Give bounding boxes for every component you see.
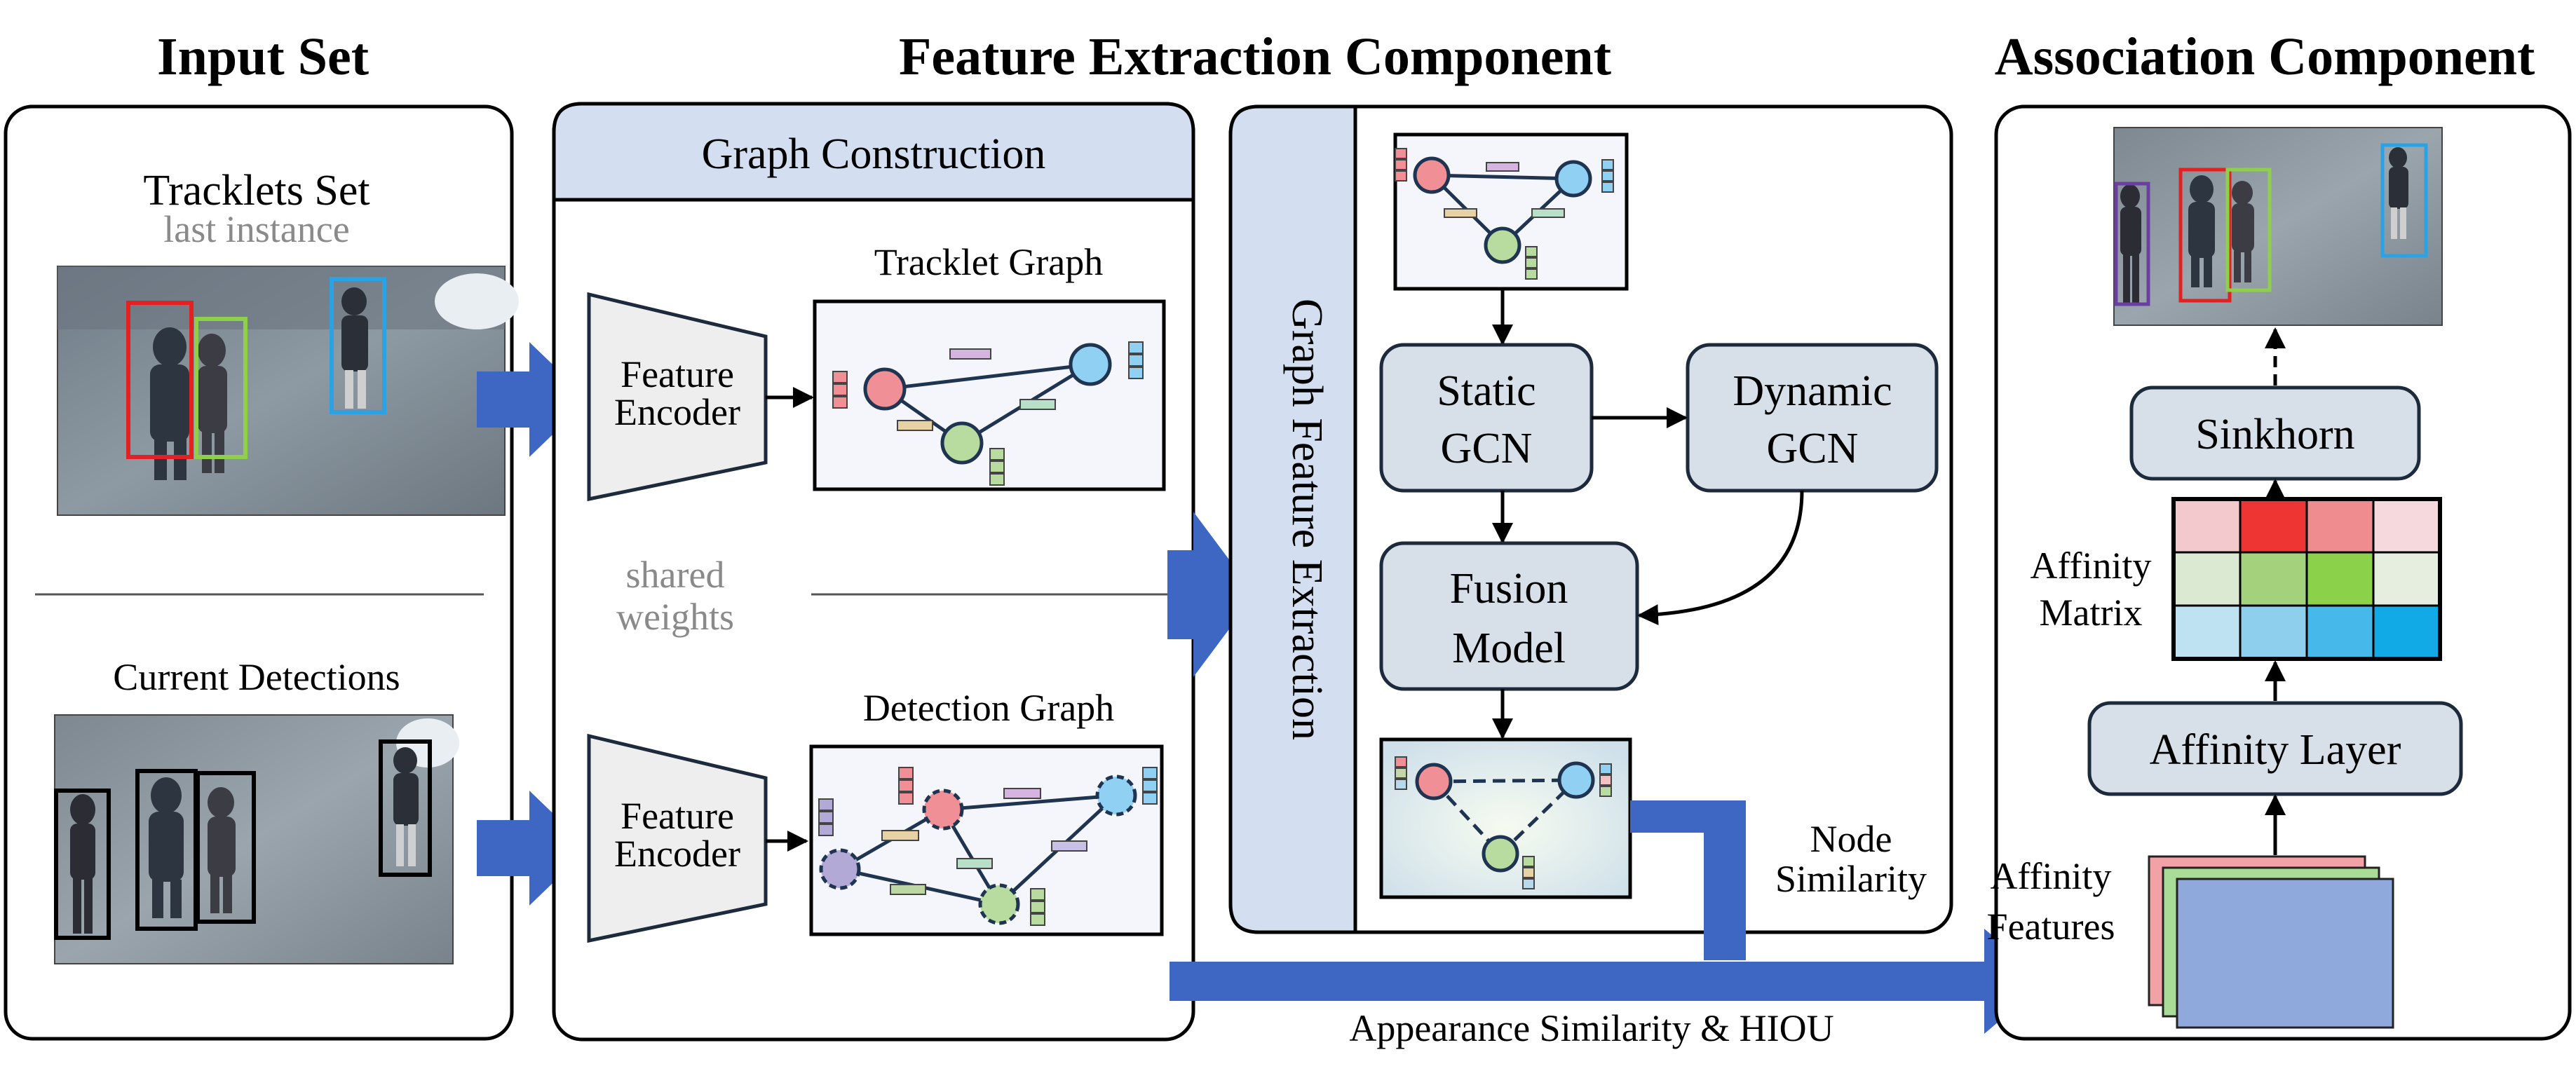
tracklet-box-blue <box>330 277 386 414</box>
gfe-side-bar <box>1228 104 1357 934</box>
tracklets-set-title: Tracklets Set <box>143 167 370 214</box>
current-detections-title: Current Detections <box>113 656 400 698</box>
matrix-border <box>2171 497 2442 661</box>
gfe-vertical-label: Graph Feature Extraction <box>1283 299 1331 740</box>
flow-arrow-to-gfe <box>1167 512 1255 677</box>
node-similarity-line2: Similarity <box>1775 858 1927 900</box>
affinity-matrix-line2: Matrix <box>2040 592 2143 634</box>
detection-graph <box>809 744 1164 936</box>
matrix-cell <box>2372 604 2441 660</box>
result-box-red <box>2178 168 2232 303</box>
tracklet-box-red <box>126 301 194 459</box>
encoder-bottom-line1: Feature <box>621 795 734 837</box>
feature-encoder-bottom <box>587 733 768 943</box>
affinity-matrix-line1: Affinity <box>2031 545 2152 587</box>
affinity-features-line1: Affinity <box>1991 855 2112 897</box>
tracklet-graph-title: Tracklet Graph <box>874 241 1103 283</box>
matrix-cell <box>2172 604 2242 660</box>
gfe-input-graph <box>1393 132 1629 291</box>
matrix-cell <box>2305 498 2375 554</box>
node-similarity-line1: Node <box>1810 818 1892 860</box>
detections-frame-image <box>54 714 459 964</box>
matrix-cell <box>2239 551 2308 607</box>
matrix-cell <box>2372 551 2441 607</box>
graph-construction-header-bar <box>552 102 1195 202</box>
tracklet-box-green <box>194 317 248 459</box>
fusion-line2: Model <box>1452 625 1566 672</box>
dynamic-gcn-line2: GCN <box>1767 425 1859 472</box>
fusion-line1: Fusion <box>1450 565 1568 613</box>
matrix-cell <box>2172 498 2242 554</box>
tracklets-frame-image <box>57 266 519 516</box>
detection-graph-title: Detection Graph <box>863 687 1114 729</box>
affinity-layer-label: Affinity Layer <box>2150 726 2401 774</box>
arrow-dynamic-to-fusion <box>1637 490 1804 626</box>
dynamic-gcn-box <box>1686 343 1939 493</box>
flow-arrow-tracklets <box>477 342 589 457</box>
detection-box-3 <box>196 771 256 924</box>
matrix-cell <box>2305 551 2375 607</box>
association-output-image <box>2113 127 2443 326</box>
shared-weights-line1: shared <box>626 554 725 596</box>
dynamic-gcn-line1: Dynamic <box>1733 367 1892 415</box>
feature-encoder-top <box>587 292 768 502</box>
result-box-green <box>2225 168 2272 292</box>
matrix-cell <box>2305 604 2375 660</box>
flow-arrow-node-similarity <box>1630 800 1746 960</box>
detection-box-4 <box>379 739 432 877</box>
appearance-similarity-label: Appearance Similarity & HIOU <box>1349 1007 1833 1049</box>
affinity-features-stack <box>2148 855 2394 1029</box>
graph-construction-title: Graph Construction <box>702 130 1046 178</box>
shared-weights-line2: weights <box>616 596 734 638</box>
flow-arrow-detections <box>477 791 589 906</box>
static-gcn-line1: Static <box>1437 367 1536 415</box>
encoder-top-line1: Feature <box>621 353 734 395</box>
matrix-cell <box>2172 551 2242 607</box>
result-box-blue <box>2380 143 2428 258</box>
sinkhorn-label: Sinkhorn <box>2195 411 2354 458</box>
feature-extraction-header: Feature Extraction Component <box>899 27 1611 86</box>
affinity-matrix <box>2171 497 2442 661</box>
fusion-model-box <box>1379 541 1639 691</box>
static-gcn-line2: GCN <box>1441 425 1533 472</box>
affinity-features-line2: Features <box>1987 906 2115 948</box>
tracklet-graph <box>813 299 1166 491</box>
matrix-cell <box>2239 498 2308 554</box>
matrix-cell <box>2239 604 2308 660</box>
encoder-bottom-line2: Encoder <box>614 833 740 875</box>
tracklets-set-subtitle: last instance <box>163 208 349 250</box>
association-header: Association Component <box>1995 27 2535 86</box>
result-box-purple <box>2114 182 2150 306</box>
encoder-top-line2: Encoder <box>614 391 740 433</box>
detection-box-1 <box>54 789 111 940</box>
input-set-header: Input Set <box>157 27 369 86</box>
gfe-output-graph <box>1379 737 1632 899</box>
flow-arrow-to-association <box>1170 929 2046 1034</box>
matrix-cell <box>2372 498 2441 554</box>
